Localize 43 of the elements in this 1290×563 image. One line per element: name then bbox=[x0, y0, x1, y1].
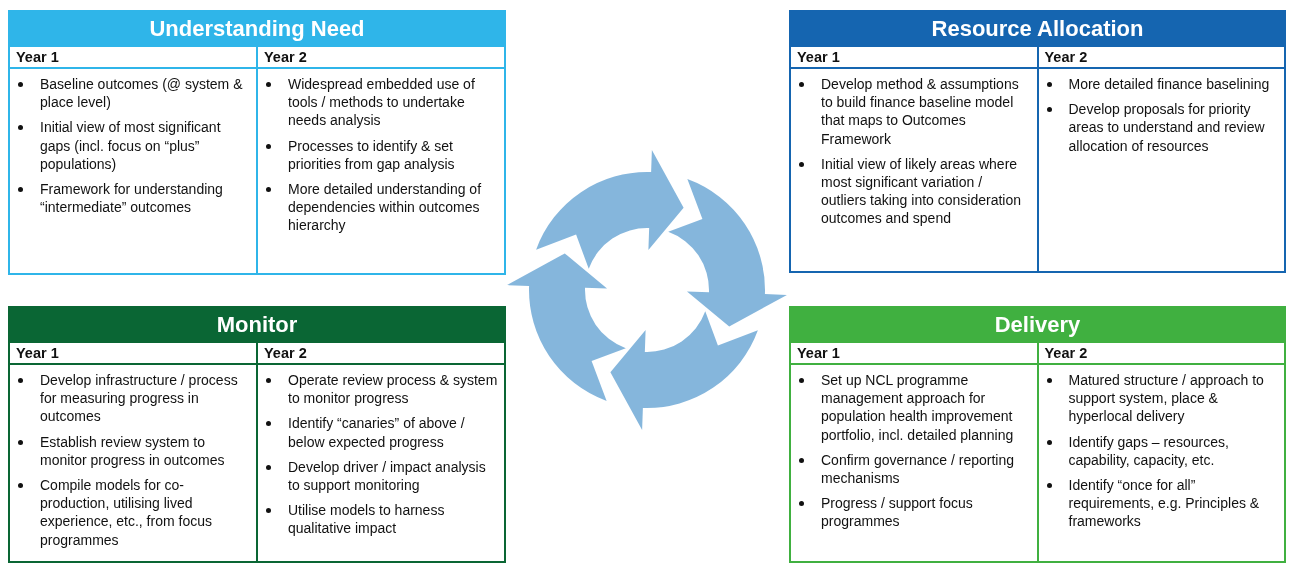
bullet-item: More detailed understanding of dependencies within outcomes hierarchy bbox=[288, 179, 498, 235]
bullet-item: Confirm governance / reporting mechanisms bbox=[821, 450, 1031, 488]
bullet-item: Utilise models to harness qualitative impact bbox=[288, 501, 498, 538]
table-panel bbox=[789, 306, 1286, 563]
bullet-item: Framework for understanding “intermediate” outcomes bbox=[40, 179, 250, 217]
bullet-item: Identify “canaries” of above / below expected progress bbox=[288, 414, 498, 451]
bullet-item: Establish review system to monitor progress in outcomes bbox=[40, 432, 250, 469]
column-heading: Year 2 bbox=[258, 45, 504, 69]
bullet-item: Identify gaps – resources, capability, capacity, etc. bbox=[1068, 432, 1278, 469]
bullet-item: Develop method & assumptions to build finance baseline model that maps to Outcomes Framework bbox=[821, 75, 1031, 148]
panel-title: Monitor bbox=[10, 308, 504, 341]
bullet-item: Matured structure / approach to support system, place & hyperlocal delivery bbox=[1068, 371, 1278, 426]
table-panel bbox=[8, 306, 506, 563]
column-heading: Year 2 bbox=[258, 341, 504, 365]
bullet-item: Identify “once for all” requirements, e.g. Principles & frameworks bbox=[1068, 475, 1278, 531]
column-heading: Year 1 bbox=[10, 341, 256, 365]
table-column bbox=[256, 341, 504, 561]
bullet-item: Baseline outcomes (@ system & place level) bbox=[40, 75, 250, 112]
bullet-item: Operate review process & system to monitor progress bbox=[288, 371, 498, 408]
bullet-item: Develop infrastructure / process for measuring progress in outcomes bbox=[40, 371, 250, 426]
bullet-item: Initial view of most significant gaps (incl. focus on “plus” populations) bbox=[40, 118, 250, 173]
bullet-item: Initial view of likely areas where most significant variation / outliers taking into consideration outcomes and spend bbox=[821, 154, 1031, 228]
bullet-item: Processes to identify & set priorities from gap analysis bbox=[288, 136, 498, 173]
bullet-item: Progress / support focus programmes bbox=[821, 494, 1031, 531]
bullet-item: Compile models for co-production, utilising lived experience, etc., from focus programmes bbox=[40, 475, 250, 549]
bullet-item: Develop driver / impact analysis to support monitoring bbox=[288, 457, 498, 495]
column-heading: Year 2 bbox=[1038, 341, 1284, 365]
table-column bbox=[1036, 45, 1284, 271]
column-heading: Year 2 bbox=[1038, 45, 1284, 69]
table-column bbox=[256, 45, 504, 273]
table-panel bbox=[8, 10, 506, 275]
table-panel bbox=[789, 10, 1286, 273]
panel-title: Resource Allocation bbox=[791, 12, 1284, 45]
column-heading: Year 1 bbox=[791, 45, 1037, 69]
column-heading: Year 1 bbox=[10, 45, 256, 69]
bullet-item: Widespread embedded use of tools / methods to undertake needs analysis bbox=[288, 75, 498, 130]
bullet-item: Set up NCL programme management approach for population health improvement portfolio, incl. detailed planning bbox=[821, 371, 1031, 444]
bullet-item: More detailed finance baselining bbox=[1068, 75, 1278, 94]
panel-title: Delivery bbox=[791, 308, 1284, 341]
table-column bbox=[1036, 341, 1284, 561]
bullet-item: Develop proposals for priority areas to understand and review allocation of resources bbox=[1068, 100, 1278, 155]
column-heading: Year 1 bbox=[791, 341, 1037, 365]
panel-title: Understanding Need bbox=[10, 12, 504, 45]
